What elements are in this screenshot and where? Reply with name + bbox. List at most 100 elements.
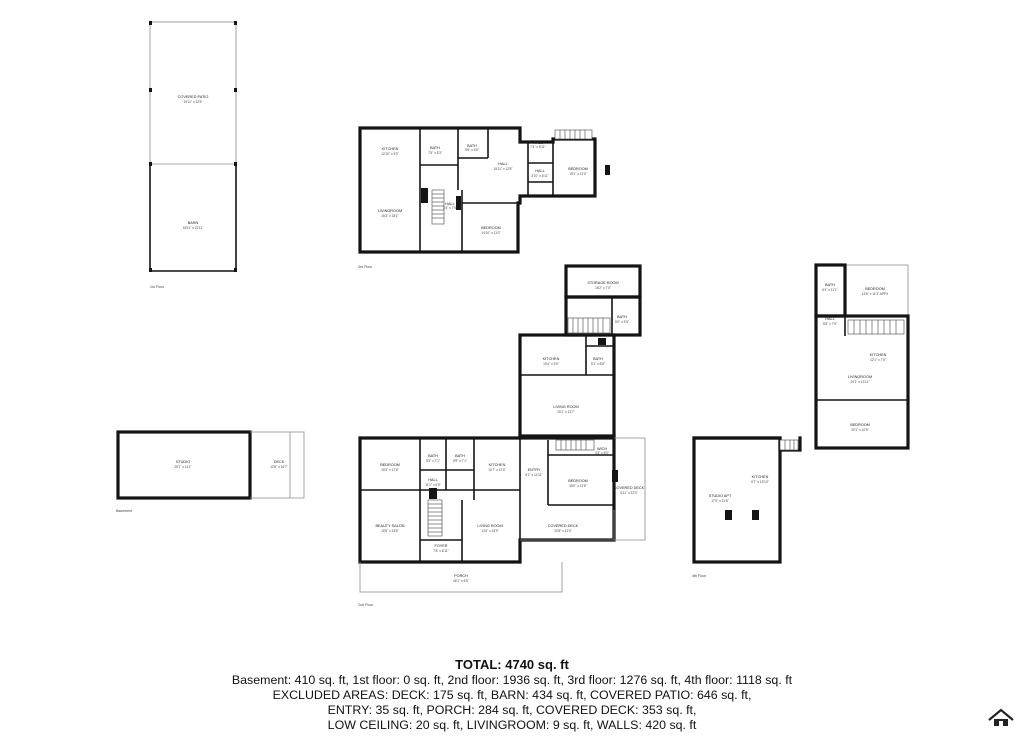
summary-line: LOW CEILING: 20 sq. ft, LIVINGROOM: 9 sq… <box>327 718 697 732</box>
room-label: BATH <box>825 283 835 287</box>
basement-plan: STUDIO 25'1" x 14'1" DECK 12'6" x 16'7" … <box>116 430 305 513</box>
studio-apt-walls <box>692 436 782 564</box>
floor-label: Basement <box>116 509 132 513</box>
area-summary: Basement: 410 sq. ft, 1st floor: 0 sq. f… <box>0 673 1024 733</box>
room-dims: 16'2" x 7'0" <box>595 286 611 290</box>
room-dims: 14'10" x 11'0" <box>481 231 500 235</box>
post <box>149 268 152 272</box>
room-dims: 20'5" x 12'4" <box>554 529 571 533</box>
stairs <box>431 189 445 225</box>
room-label: HALL <box>533 141 543 145</box>
room-dims: 6'4" x 11'1" <box>822 288 837 292</box>
room-label: KITCHEN <box>543 357 560 361</box>
room-label: LIVING ROOM <box>553 405 578 409</box>
room-label: KITCHEN <box>489 463 506 467</box>
room-dims: 6'11" x 22'3" <box>620 491 637 495</box>
room-dims: 18'11" x 22'11" <box>183 226 204 230</box>
room-dims: 15'3" x 18'1" <box>381 214 398 218</box>
chimney <box>612 470 618 482</box>
room-dims: 7'4" x 8'11" <box>530 145 545 149</box>
room-label: KITCHEN <box>382 147 399 151</box>
post <box>149 162 152 166</box>
room-dims: 6'7" x 13'10" <box>751 480 768 484</box>
room-label: BATH <box>428 454 438 458</box>
room-dims: 5'6" x 5'6" <box>465 148 479 152</box>
stairs <box>847 319 905 335</box>
post <box>234 21 237 25</box>
covered-deck-outline <box>614 437 646 541</box>
chimney <box>598 338 606 345</box>
studio-walls <box>116 430 252 500</box>
room-label: BEDROOM <box>850 423 870 427</box>
room-label: LIVINGROOM <box>848 375 872 379</box>
post <box>234 162 237 166</box>
summary-line: EXCLUDED AREAS: DECK: 175 sq. ft, BARN: … <box>272 688 752 702</box>
chimney <box>421 188 428 203</box>
room-dims: 5'1" x 8'8" <box>591 362 605 366</box>
covered-deck-outline <box>520 510 615 541</box>
room-label: HALL <box>535 169 545 173</box>
room-dims: 15'4" x 9'0" <box>543 362 559 366</box>
chimney <box>752 510 759 520</box>
second-floor-plan: STORAGE ROOM 16'2" x 7'0" BATH 5'0" x 5'… <box>358 264 646 607</box>
post <box>234 88 237 92</box>
room-label: COVERED DECK <box>548 524 579 528</box>
summary-line: Basement: 410 sq. ft, 1st floor: 0 sq. f… <box>231 673 793 687</box>
room-label: KITCHEN <box>752 475 769 479</box>
room-dims: 5'3" x 7'1" <box>426 459 440 463</box>
room-label: BEAUTY SALON <box>375 524 404 528</box>
room-dims: 11'1" x 6'0" <box>425 483 440 487</box>
room-dims: 3'4" x 7'5" <box>443 206 457 210</box>
stairs <box>554 129 593 140</box>
stairs <box>427 499 443 537</box>
room-dims: 19'11" x 32'5" <box>183 100 202 104</box>
room-label: BEDROOM <box>568 167 588 171</box>
third-floor-exterior <box>358 126 597 254</box>
room-dims: 20'1" x 13'11" <box>850 380 869 384</box>
chimney <box>605 165 610 175</box>
post <box>234 268 237 272</box>
room-dims: 13'4" x 15'0" <box>481 529 498 533</box>
house-logo-icon <box>988 708 1014 726</box>
room-dims: 12'6" x 16'7" <box>270 465 287 469</box>
room-label: FOYER <box>434 544 447 548</box>
room-label: BEDROOM <box>865 287 885 291</box>
room-label: STUDIO APT <box>709 494 732 498</box>
room-dims: 10'7" x 12'0" <box>488 468 505 472</box>
room-dims: 46'1" x 6'5" <box>453 579 469 583</box>
room-dims: 6'1" x 14'11" <box>525 473 542 477</box>
floor-label: 3rd Floor <box>358 265 373 269</box>
floor-label: 2nd Floor <box>358 603 374 607</box>
room-dims: 15'1" x 12'0" <box>569 172 586 176</box>
room-dims: 7'8" x 6'11" <box>433 549 448 553</box>
room-dims: 15'5" x 15'6" <box>381 529 398 533</box>
fourth-floor-walls <box>814 314 910 450</box>
post <box>149 21 152 25</box>
room-label: BATH <box>617 315 627 319</box>
room-dims: 12'10" x 9'3" <box>381 152 398 156</box>
room-dims: 5'0" x 5'5" <box>615 320 629 324</box>
room-dims: 15'3" x 17'6" <box>381 468 398 472</box>
chimney <box>725 510 732 520</box>
room-dims: 3'4" x 5'0" <box>595 451 609 455</box>
room-label: BATH <box>455 454 465 458</box>
room-label: LIVINGROOM <box>378 209 402 213</box>
room-label: BATH <box>430 146 440 150</box>
room-label: BARN <box>188 221 199 225</box>
fourth-floor-plan: BATH 6'4" x 11'1" BEDROOM 13'6" x 11'3" … <box>692 263 910 578</box>
room-dims: 15'11" x 12'8" <box>493 167 512 171</box>
room-label: PORCH <box>454 574 468 578</box>
room-label: WICH <box>597 447 607 451</box>
room-label: STUDIO <box>176 460 190 464</box>
room-dims: 3'10" x 6'11" <box>531 174 548 178</box>
room-label: BEDROOM <box>481 226 501 230</box>
room-label: COVERED DECK <box>614 486 645 490</box>
stairs <box>567 317 611 334</box>
room-label: KITCHEN <box>870 353 887 357</box>
room-label: HALL <box>825 317 835 321</box>
room-dims: 13'6" x 11'3" APPX <box>862 292 889 296</box>
chimney <box>456 196 461 210</box>
first-floor-plan: COVERED PATIO 19'11" x 32'5" BARN 18'11"… <box>149 21 237 289</box>
rear-block-walls <box>518 333 616 440</box>
